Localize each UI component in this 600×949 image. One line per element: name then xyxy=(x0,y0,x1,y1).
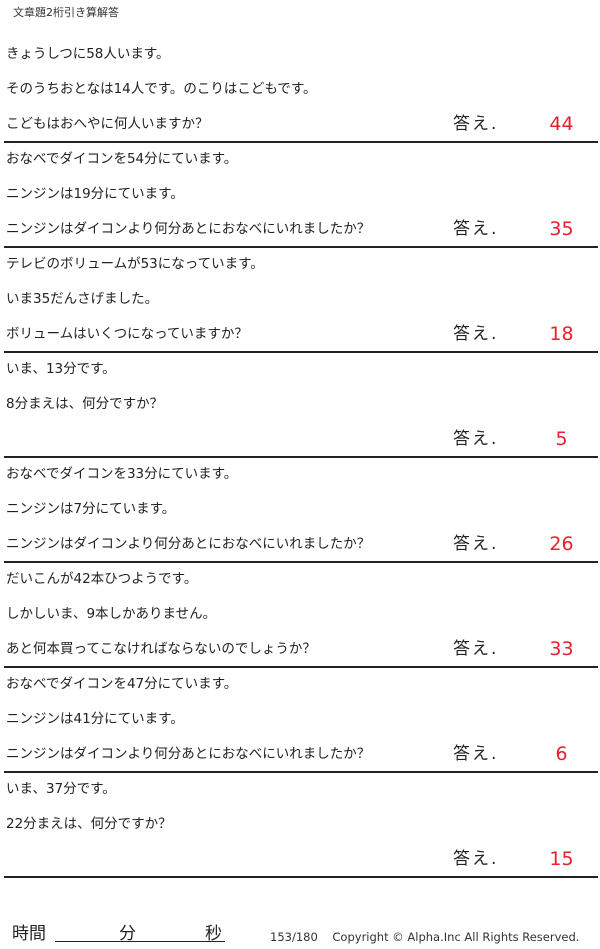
problem-block: いま、13分です。 8分まえは、何分ですか？ 答え. 5 xyxy=(4,352,598,458)
problem-line: そのうちおとなは14人です。のこりはこどもです。 xyxy=(4,72,598,107)
problem-line: ボリュームはいくつになっていますか？ 答え. 18 xyxy=(4,317,598,352)
problem-line: 8分まえは、何分ですか？ xyxy=(4,387,598,422)
answer-label: 答え. xyxy=(453,114,499,134)
problem-line: おなべでダイコンを33分にています。 xyxy=(4,457,598,492)
problem-text: おなべでダイコンを54分にています。 xyxy=(6,151,238,167)
problem-text: ニンジンは7分にています。 xyxy=(6,501,176,517)
answer-value: 44 xyxy=(549,113,574,135)
page-number: 153/180 xyxy=(270,930,318,944)
problem-line: ニンジンはダイコンより何分あとにおなべにいれましたか？ 答え. 26 xyxy=(4,527,598,562)
problem-text: ニンジンはダイコンより何分あとにおなべにいれましたか？ xyxy=(6,536,371,552)
problem-text: しかしいま、9本しかありません。 xyxy=(6,606,217,622)
problem-text: ボリュームはいくつになっていますか？ xyxy=(6,326,248,342)
problem-line: こどもはおへやに何人いますか？ 答え. 44 xyxy=(4,107,598,142)
problem-text: ニンジンはダイコンより何分あとにおなべにいれましたか？ xyxy=(6,746,371,762)
answer-value: 6 xyxy=(555,743,568,765)
answer-label: 答え. xyxy=(453,324,499,344)
answer-value: 18 xyxy=(549,323,574,345)
problem-line: しかしいま、9本しかありません。 xyxy=(4,597,598,632)
problem-text: ニンジンは19分にています。 xyxy=(6,186,184,202)
time-entry-line xyxy=(55,941,225,942)
problem-text: いま35だんさげました。 xyxy=(6,291,159,307)
problem-line: ニンジンは7分にています。 xyxy=(4,492,598,527)
problem-text: ニンジンはダイコンより何分あとにおなべにいれましたか？ xyxy=(6,221,371,237)
problem-line: ニンジンは19分にています。 xyxy=(4,177,598,212)
problem-block: きょうしつに58人います。そのうちおとなは14人です。のこりはこどもです。こども… xyxy=(4,37,598,143)
problem-line: いま、13分です。 xyxy=(4,352,598,387)
problem-line: きょうしつに58人います。 xyxy=(4,37,598,72)
problem-line: 答え. 15 xyxy=(4,842,598,877)
answer-label: 答え. xyxy=(453,534,499,554)
problem-line: 22分まえは、何分ですか？ xyxy=(4,807,598,842)
problem-block: おなべでダイコンを54分にています。ニンジンは19分にています。ニンジンはダイコ… xyxy=(4,142,598,248)
problem-text: おなべでダイコンを47分にています。 xyxy=(6,676,238,692)
answer-value: 26 xyxy=(549,533,574,555)
problem-line: ニンジンは41分にています。 xyxy=(4,702,598,737)
problem-text: きょうしつに58人います。 xyxy=(6,46,170,62)
problem-text: いま、37分です。 xyxy=(6,781,116,797)
footer: 時間 分 秒 153/180 Copyright © Alpha.Inc All… xyxy=(12,922,592,946)
problem-text: 8分まえは、何分ですか？ xyxy=(6,396,164,412)
answer-label: 答え. xyxy=(453,219,499,239)
problem-line: 答え. 5 xyxy=(4,422,598,457)
problem-text: テレビのボリュームが53になっています。 xyxy=(6,256,264,272)
problem-text: そのうちおとなは14人です。のこりはこどもです。 xyxy=(6,81,317,97)
worksheet-title: 文章題2桁引き算解答 xyxy=(13,6,119,19)
page-meta: 153/180 Copyright © Alpha.Inc All Rights… xyxy=(270,930,579,944)
copyright: Copyright © Alpha.Inc All Rights Reserve… xyxy=(332,930,580,944)
problem-text: 22分まえは、何分ですか？ xyxy=(6,816,172,832)
problem-text: ニンジンは41分にています。 xyxy=(6,711,184,727)
problem-text: おなべでダイコンを33分にています。 xyxy=(6,466,238,482)
problem-block: おなべでダイコンを47分にています。ニンジンは41分にています。ニンジンはダイコ… xyxy=(4,667,598,773)
seconds-label: 秒 xyxy=(205,924,222,944)
answer-label: 答え. xyxy=(453,639,499,659)
problem-text: こどもはおへやに何人いますか？ xyxy=(6,116,209,132)
problem-line: ニンジンはダイコンより何分あとにおなべにいれましたか？ 答え. 6 xyxy=(4,737,598,772)
problem-line: あと何本買ってこなければならないのでしょうか？ 答え. 33 xyxy=(4,632,598,667)
time-label: 時間 xyxy=(12,924,46,944)
problem-line: いま35だんさげました。 xyxy=(4,282,598,317)
answer-label: 答え. xyxy=(453,849,499,869)
problem-line: おなべでダイコンを47分にています。 xyxy=(4,667,598,702)
answer-value: 15 xyxy=(549,848,574,870)
problem-line: いま、37分です。 xyxy=(4,772,598,807)
problem-block: いま、37分です。 22分まえは、何分ですか？ 答え. 15 xyxy=(4,772,598,878)
problem-text: いま、13分です。 xyxy=(6,361,116,377)
answer-label: 答え. xyxy=(453,744,499,764)
problem-line: だいこんが42本ひつようです。 xyxy=(4,562,598,597)
minutes-label: 分 xyxy=(119,924,136,944)
problem-line: ニンジンはダイコンより何分あとにおなべにいれましたか？ 答え. 35 xyxy=(4,212,598,247)
problem-line: おなべでダイコンを54分にています。 xyxy=(4,142,598,177)
problem-text: あと何本買ってこなければならないのでしょうか？ xyxy=(6,641,316,657)
answer-label: 答え. xyxy=(453,429,499,449)
answer-value: 33 xyxy=(549,638,574,660)
problem-line: テレビのボリュームが53になっています。 xyxy=(4,247,598,282)
problem-block: だいこんが42本ひつようです。しかしいま、9本しかありません。あと何本買ってこな… xyxy=(4,562,598,668)
answer-value: 35 xyxy=(549,218,574,240)
answer-value: 5 xyxy=(555,428,568,450)
problem-block: テレビのボリュームが53になっています。いま35だんさげました。ボリュームはいく… xyxy=(4,247,598,353)
problem-block: おなべでダイコンを33分にています。ニンジンは7分にています。ニンジンはダイコン… xyxy=(4,457,598,563)
problem-text: だいこんが42本ひつようです。 xyxy=(6,571,198,587)
